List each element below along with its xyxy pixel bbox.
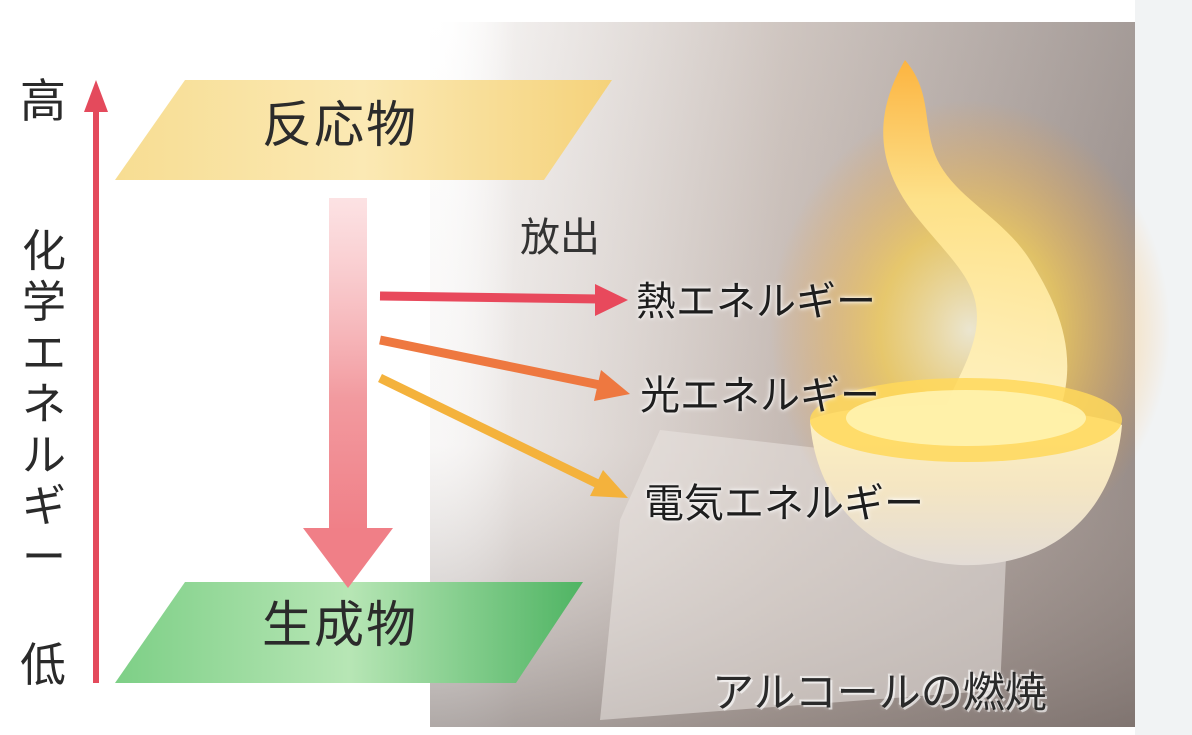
axis-title-char: ル xyxy=(22,430,66,481)
axis-title-char: エ xyxy=(22,328,66,379)
energy-drop-shaft xyxy=(329,198,367,532)
reactant-level xyxy=(115,80,612,180)
product-level xyxy=(115,582,583,683)
axis-title-char: 化 xyxy=(22,226,66,277)
axis-title-char: ギ xyxy=(22,481,66,532)
axis-title-char: ー xyxy=(22,532,66,583)
energy-drop-arrowhead xyxy=(303,528,393,588)
release-label: 放出 xyxy=(520,215,600,261)
axis-title: 化 学 エ ネ ル ギ ー xyxy=(20,226,68,583)
electric-arrowhead xyxy=(590,470,628,498)
bowl-liquid-glow xyxy=(846,390,1086,446)
product-label: 生成物 xyxy=(262,596,418,654)
axis-low-label: 低 xyxy=(20,638,66,692)
flame-icon xyxy=(883,60,1068,457)
energy-axis-arrowhead xyxy=(84,80,108,112)
electric-arrow-line xyxy=(378,373,600,489)
axis-title-char: ネ xyxy=(22,379,66,430)
electric-energy-label: 電気エネルギー xyxy=(644,481,924,527)
axis-title-char: 学 xyxy=(22,277,66,328)
axis-high-label: 高 xyxy=(20,74,66,128)
light-arrow-line xyxy=(379,335,601,390)
photo-caption: アルコールの燃焼 xyxy=(712,668,1047,717)
heat-arrow-line xyxy=(379,291,601,304)
light-arrowhead xyxy=(594,370,630,401)
heat-energy-label: 熱エネルギー xyxy=(636,279,876,325)
light-energy-label: 光エネルギー xyxy=(640,373,880,419)
heat-arrowhead xyxy=(595,284,628,316)
reactant-label: 反応物 xyxy=(262,96,418,154)
